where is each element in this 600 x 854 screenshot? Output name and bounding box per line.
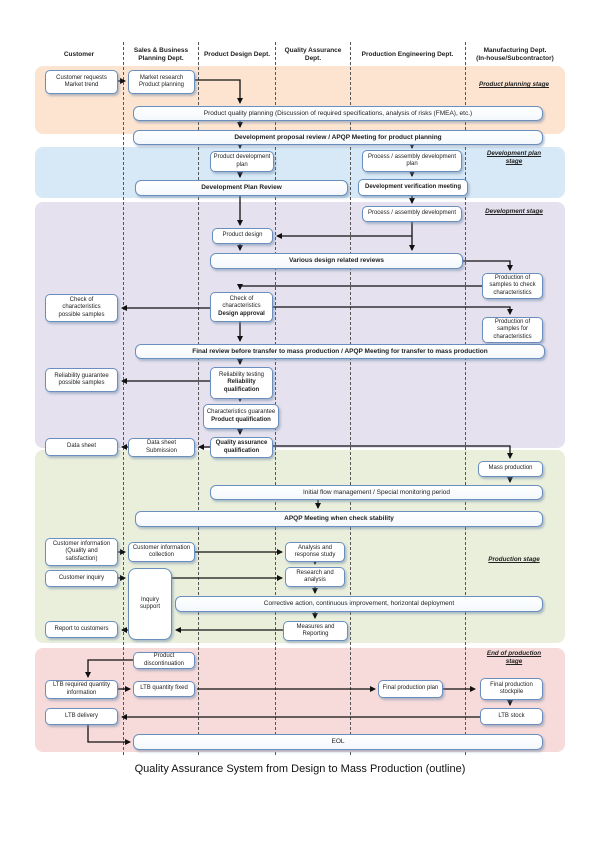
stage-label-development: Development stage — [485, 208, 543, 215]
node-mass-production: Mass production — [478, 461, 543, 477]
node-ltb-delivery: LTB delivery — [45, 708, 118, 725]
node-data-sheet: Data sheet — [45, 438, 118, 456]
stage-label-end-of-production: End of production stage — [486, 650, 542, 666]
bar-eol: EOL — [133, 734, 543, 750]
node-final-production-plan: Final production plan — [378, 680, 443, 698]
node-customer-inquiry: Customer inquiry — [45, 570, 118, 587]
column-header-production-engineering: Production Engineering Dept. — [361, 50, 454, 58]
bar-various-design-reviews: Various design related reviews — [210, 253, 463, 269]
node-ltb-stock: LTB stock — [480, 708, 543, 725]
node-customer-information: Customer information (Quality and satisf… — [45, 538, 118, 566]
node-inquiry-support: Inquiry support — [128, 568, 172, 640]
node-customer-information-collection: Customer information collection — [128, 542, 195, 562]
bar-final-review-mass-production: Final review before transfer to mass pro… — [135, 344, 545, 359]
node-product-design: Product design — [212, 228, 273, 244]
node-data-sheet-submission: Data sheet Submission — [128, 438, 195, 457]
node-analysis-response-study: Analysis and response study — [285, 542, 345, 562]
column-header-manufacturing: Manufacturing Dept. (In-house/Subcontrac… — [476, 46, 554, 62]
node-check-characteristics-possible-samples: Check of characteristics possible sample… — [45, 294, 118, 322]
node-product-development-plan: Product development plan — [210, 151, 274, 172]
node-research-and-analysis: Research and analysis — [285, 567, 345, 587]
node-ltb-required-quantity: LTB required quantity information — [45, 680, 118, 699]
bar-apqp-meeting-stability: APQP Meeting when check stability — [135, 511, 543, 527]
node-final-production-stockpile: Final production stockpile — [480, 678, 543, 700]
bar-development-plan-review: Development Plan Review — [135, 180, 348, 196]
node-reliability-guarantee-possible-samples: Reliability guarantee possible samples — [45, 368, 118, 392]
node-ltb-quantity-fixed: LTB quantity fixed — [133, 681, 195, 697]
node-production-samples-to-check: Production of samples to check character… — [482, 273, 543, 299]
column-header-product-design: Product Design Dept. — [203, 50, 271, 58]
column-divider — [350, 42, 351, 755]
bar-initial-flow-management: Initial flow management / Special monito… — [210, 485, 543, 500]
node-development-verification-meeting: Development verification meeting — [358, 179, 468, 196]
column-divider — [465, 42, 466, 755]
column-header-sales: Sales & Business Planning Dept. — [133, 46, 189, 62]
bar-corrective-action: Corrective action, continuous improvemen… — [175, 596, 543, 612]
node-product-discontinuation: Product discontinuation — [133, 652, 195, 669]
stage-label-development-plan: Development plan stage — [486, 150, 542, 166]
node-report-to-customers: Report to customers — [45, 621, 118, 638]
column-divider — [198, 42, 199, 755]
node-measures-and-reporting: Measures and Reporting — [283, 621, 348, 641]
stage-label-product-planning: Product planning stage — [479, 81, 549, 88]
stage-label-production: Production stage — [488, 556, 540, 563]
column-header-customer: Customer — [63, 50, 95, 58]
node-market-research: Market research Product planning — [128, 70, 195, 94]
column-divider — [123, 42, 124, 755]
bar-development-proposal-review: Development proposal review / APQP Meeti… — [133, 130, 543, 145]
column-header-quality-assurance: Quality Assurance Dept. — [284, 46, 342, 62]
bar-product-quality-planning: Product quality planning (Discussion of … — [133, 106, 543, 121]
node-process-assembly-development: Process / assembly development — [362, 206, 462, 222]
diagram-caption: Quality Assurance System from Design to … — [134, 763, 466, 775]
node-production-samples-for-characteristics: Production of samples for characteristic… — [482, 317, 543, 343]
column-divider — [275, 42, 276, 755]
node-process-assembly-development-plan: Process / assembly development plan — [362, 150, 462, 172]
node-customer-requests: Customer requests Market trend — [45, 70, 118, 94]
node-quality-assurance-qualification: Quality assurance qualification — [210, 437, 273, 458]
